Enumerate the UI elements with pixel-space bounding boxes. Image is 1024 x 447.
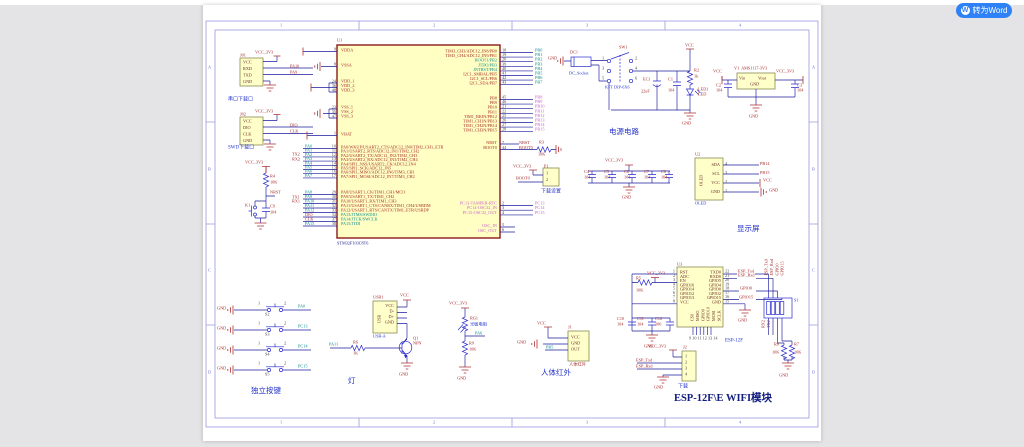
word-icon: W — [960, 6, 970, 15]
mcu-body — [336, 44, 501, 239]
schematic-page: 1 2 3 4 1 2 3 4 A B C D A B C D U1 STM32… — [203, 5, 821, 441]
component-bodies — [239, 57, 776, 382]
power-symbols — [227, 47, 804, 384]
component-symbols — [248, 52, 799, 372]
sheet-frame — [205, 20, 819, 428]
convert-to-word-label: 转为Word — [972, 6, 1008, 15]
wires — [234, 49, 803, 377]
schematic-graphics — [205, 20, 819, 428]
